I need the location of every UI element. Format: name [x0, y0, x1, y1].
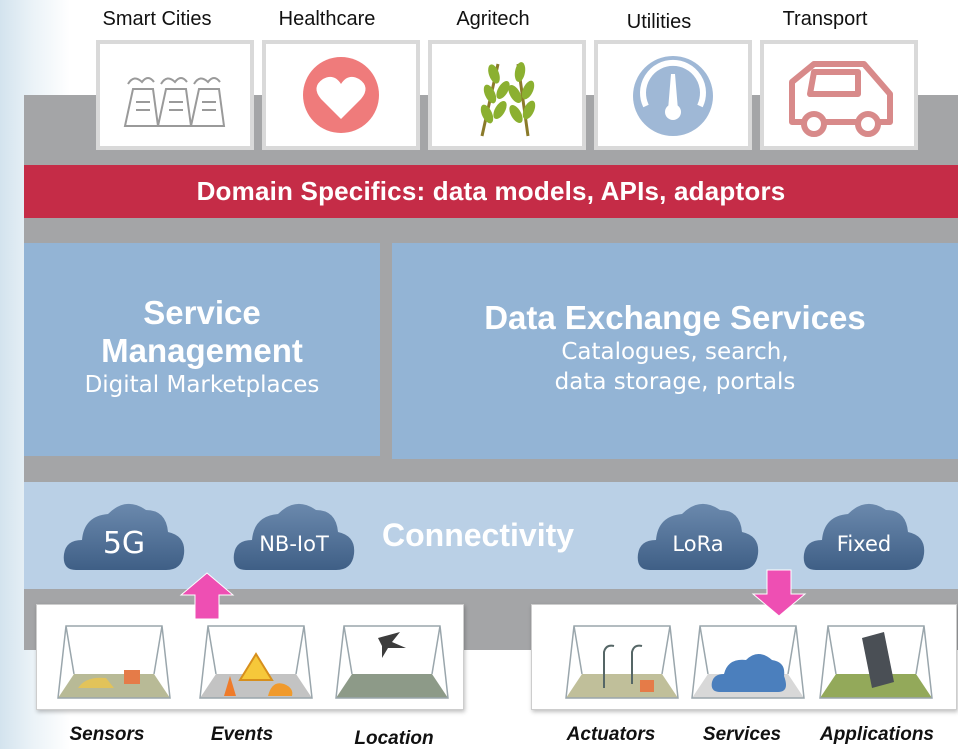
- caption-sensors: Sensors: [69, 724, 145, 745]
- domain-title-smart-cities: Smart Cities: [102, 8, 212, 30]
- cloud-label-nb-iot: NB-IoT: [259, 532, 329, 556]
- service-management-title-line2: Management: [101, 332, 303, 369]
- domain-title-utilities: Utilities: [626, 11, 692, 33]
- service-management-subtitle: Digital Marketplaces: [84, 372, 320, 398]
- domain-title-transport: Transport: [782, 8, 868, 30]
- service-management-title-line1: Service: [143, 294, 261, 331]
- domain-tile-utilities: [594, 40, 752, 150]
- down-arrow-icon: [751, 569, 807, 617]
- connectivity-label: Connectivity: [382, 517, 575, 553]
- heart-icon: [303, 57, 379, 133]
- data-exchange-block: Data Exchange Services Catalogues, searc…: [392, 243, 958, 459]
- domain-tile-smart-cities: [96, 40, 254, 150]
- domain-tile-transport: [760, 40, 918, 150]
- services-cube-icon: [691, 625, 805, 699]
- cloud-icon: [803, 503, 925, 570]
- applications-cube-icon: [819, 625, 933, 699]
- connectivity-band: [24, 482, 958, 589]
- car-icon: [789, 61, 893, 137]
- location-cube-icon: [335, 625, 449, 699]
- data-exchange-line1: Catalogues, search,: [561, 339, 789, 365]
- wheat-icon: [480, 62, 536, 137]
- caption-events: Events: [210, 724, 274, 745]
- up-arrow-icon: [179, 572, 235, 620]
- events-cube-icon: [199, 625, 313, 699]
- cloud-label-fixed: Fixed: [836, 532, 892, 556]
- caption-actuators: Actuators: [566, 724, 656, 745]
- gauge-icon: [633, 56, 713, 136]
- cloud-label-lora: LoRa: [672, 532, 724, 556]
- cloud-icon: [637, 503, 759, 570]
- sensors-cube-icon: [57, 625, 171, 699]
- cloud-label-5g: 5G: [102, 526, 146, 561]
- domain-title-healthcare: Healthcare: [278, 8, 376, 30]
- factory-icon: [123, 77, 226, 127]
- domain-title-agritech: Agritech: [456, 8, 530, 30]
- data-exchange-line2: data storage, portals: [554, 369, 796, 395]
- cloud-icon: [233, 503, 355, 570]
- domain-specifics-label: Domain Specifics: data models, APIs, ada…: [196, 176, 786, 206]
- caption-applications: Applications: [819, 724, 934, 745]
- caption-services: Services: [702, 724, 782, 745]
- caption-location: Location: [354, 728, 434, 749]
- data-exchange-title: Data Exchange Services: [484, 299, 866, 336]
- domain-specifics-bar: Domain Specifics: data models, APIs, ada…: [24, 165, 958, 218]
- service-management-block: Service Management Digital Marketplaces: [24, 243, 380, 456]
- domain-tile-healthcare: [262, 40, 420, 150]
- actuators-cube-icon: [565, 625, 679, 699]
- domain-tile-agritech: [428, 40, 586, 150]
- cloud-icon: [63, 503, 185, 570]
